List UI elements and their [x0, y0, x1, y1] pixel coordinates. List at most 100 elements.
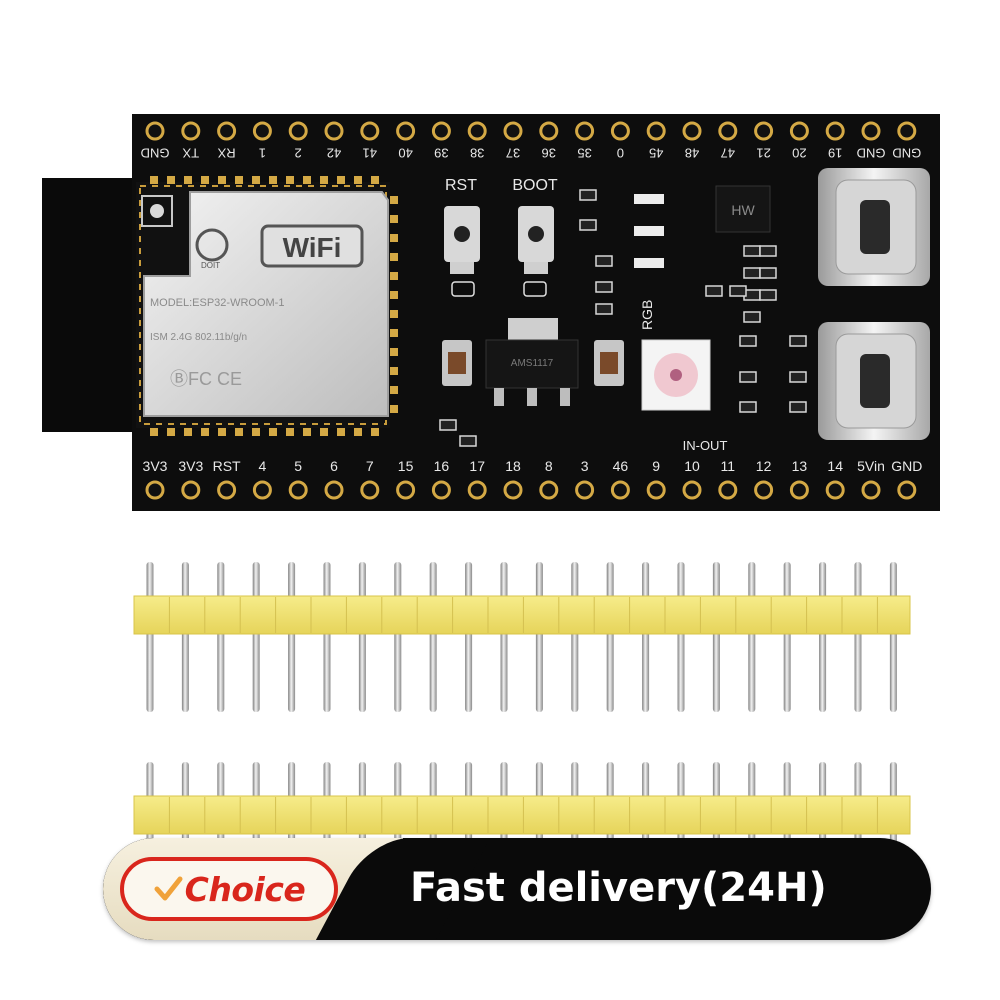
module-pad	[252, 176, 260, 184]
pin-header-row-1	[133, 562, 911, 712]
pin-pad	[503, 121, 523, 141]
top-pin-label: 42	[327, 146, 341, 161]
bottom-pin-row	[145, 480, 917, 500]
bottom-pin-label: 17	[469, 458, 485, 474]
pin-pad	[503, 480, 523, 500]
bottom-pin-label: 5	[294, 458, 302, 474]
top-pin-row	[145, 121, 917, 141]
bottom-pin-label: 3	[581, 458, 589, 474]
pin-pad	[789, 121, 809, 141]
header-pin	[394, 562, 402, 712]
choice-badge: Choice	[120, 857, 338, 921]
pin-pad	[145, 480, 165, 500]
header-pin	[358, 562, 366, 712]
smd-part	[729, 285, 747, 297]
top-pin-label: 1	[259, 146, 266, 161]
module-pad	[218, 176, 226, 184]
header-pin	[819, 562, 827, 712]
module-pad	[167, 428, 175, 436]
header-pin	[783, 562, 791, 712]
rgb-led	[641, 339, 711, 411]
module-pad	[354, 176, 362, 184]
pin-pad	[682, 480, 702, 500]
module-pad	[320, 428, 328, 436]
module-pad	[184, 428, 192, 436]
smd-part	[789, 371, 807, 383]
wifi-logo-icon	[260, 224, 364, 268]
header-pin	[535, 562, 543, 712]
header-pin	[748, 562, 756, 712]
module-pad	[235, 176, 243, 184]
top-pin-label: 39	[434, 146, 448, 161]
header-pin	[889, 562, 897, 712]
module-pad	[150, 428, 158, 436]
pin-pad	[610, 480, 630, 500]
module-pad	[235, 428, 243, 436]
choice-label: Choice	[184, 869, 306, 909]
module-pad	[269, 176, 277, 184]
module-pad	[286, 176, 294, 184]
pin-pad	[682, 121, 702, 141]
bottom-pin-label: 9	[652, 458, 660, 474]
module-pad	[371, 176, 379, 184]
pin-pad	[252, 121, 272, 141]
smd-part	[439, 419, 457, 431]
module-pad	[390, 367, 398, 375]
boot-button-label: BOOT	[512, 177, 558, 194]
header-pin	[500, 562, 508, 712]
bottom-pin-label: 14	[827, 458, 843, 474]
pin-pad	[181, 121, 201, 141]
header-pin	[642, 562, 650, 712]
module-pad	[167, 176, 175, 184]
header-pin	[465, 562, 473, 712]
smd-part	[789, 335, 807, 347]
module-pad	[303, 176, 311, 184]
module-pad	[390, 291, 398, 299]
pin-pad	[539, 480, 559, 500]
bottom-pin-label: 46	[613, 458, 629, 474]
pin-pad	[718, 480, 738, 500]
usb-c-port-top[interactable]	[818, 168, 930, 286]
rst-button[interactable]	[444, 206, 480, 274]
pin-pad	[718, 121, 738, 141]
top-pin-label: 35	[577, 146, 591, 161]
pin-pad	[396, 121, 416, 141]
doit-logo-icon	[195, 228, 229, 262]
smd-part	[759, 289, 777, 301]
bottom-pin-label: 8	[545, 458, 553, 474]
smd-part	[579, 189, 597, 201]
antenna-connector-icon	[141, 195, 173, 227]
usb-uart-chip: HW	[715, 185, 771, 233]
smd-part	[743, 245, 761, 257]
top-pin-label: 37	[506, 146, 520, 161]
chip-marking: HW	[731, 202, 755, 218]
module-brand-text: WiFi	[283, 232, 342, 263]
bottom-pin-label: RST	[213, 458, 241, 474]
usb-c-port-bottom[interactable]	[818, 322, 930, 440]
top-pin-label: GND	[857, 146, 886, 161]
top-pin-label: 41	[363, 146, 377, 161]
header-pin	[217, 562, 225, 712]
pin-pad	[646, 121, 666, 141]
module-pad	[286, 428, 294, 436]
top-pin-label: 45	[649, 146, 663, 161]
smd-part	[579, 219, 597, 231]
rst-button-label: RST	[445, 177, 477, 194]
smd-part	[759, 245, 777, 257]
header-pin	[677, 562, 685, 712]
check-icon	[154, 876, 183, 901]
module-pad	[354, 428, 362, 436]
boot-button[interactable]	[518, 206, 554, 274]
bottom-pin-label: 5Vin	[857, 458, 885, 474]
top-pin-label: GND	[892, 146, 921, 161]
module-pad	[390, 196, 398, 204]
pin-pad	[897, 121, 917, 141]
smd-part	[739, 335, 757, 347]
module-pad	[269, 428, 277, 436]
top-pin-label: 47	[721, 146, 735, 161]
top-pin-label: 20	[792, 146, 806, 161]
pin-pad	[288, 121, 308, 141]
